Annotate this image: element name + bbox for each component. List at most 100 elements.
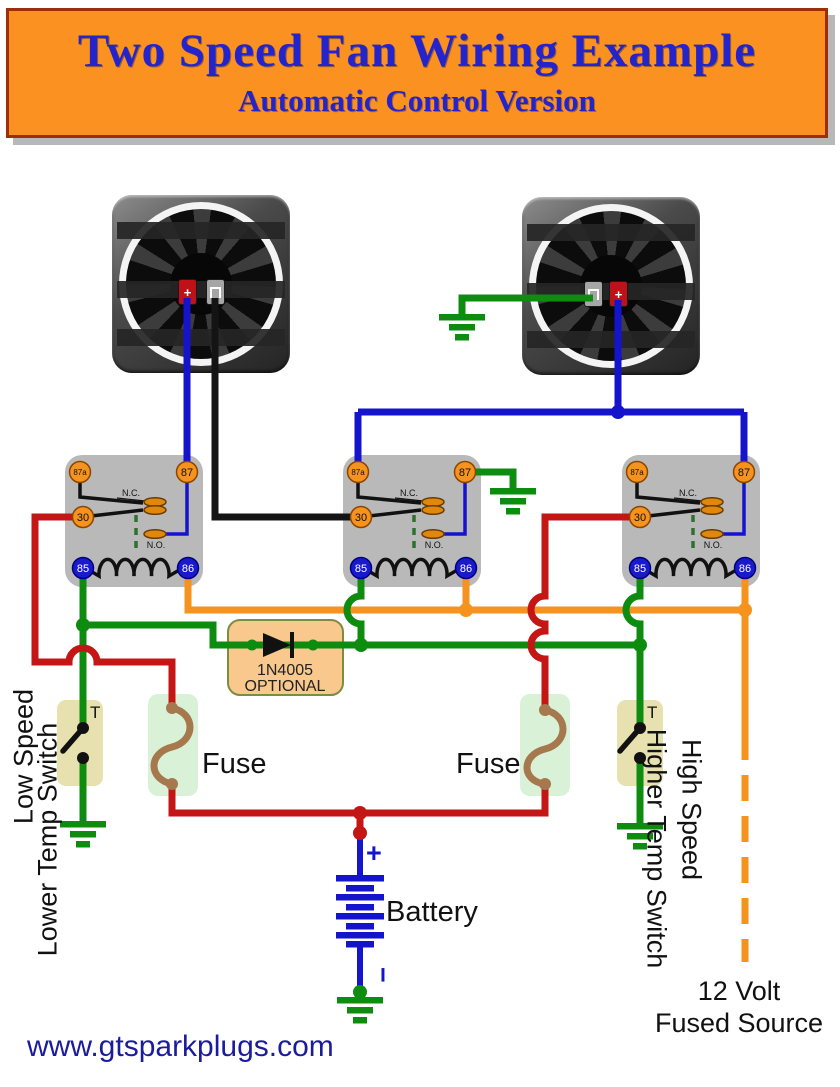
green-junction bbox=[76, 618, 90, 632]
diode-symbol: 1N4005 OPTIONAL bbox=[245, 632, 326, 695]
nc-label: N.C. bbox=[400, 488, 418, 498]
terminal-87 bbox=[453, 460, 477, 484]
relay-coil bbox=[86, 557, 182, 580]
diode-triangle bbox=[263, 633, 291, 657]
battery-plus-label: + bbox=[366, 838, 382, 868]
terminal-30 bbox=[349, 505, 373, 529]
diode-terminal bbox=[246, 639, 258, 651]
terminal-85-label: 85 bbox=[634, 563, 646, 575]
fan-shroud-bar bbox=[117, 281, 285, 298]
high-temp-switch-box bbox=[617, 700, 663, 786]
green-junction bbox=[633, 638, 647, 652]
fuse-end-cap bbox=[166, 702, 178, 714]
relay-87a-link bbox=[356, 477, 422, 505]
fuse-end-cap bbox=[539, 704, 551, 716]
terminal-30 bbox=[628, 505, 652, 529]
fuse-end-cap bbox=[539, 778, 551, 790]
terminal-87-label: 87 bbox=[738, 467, 750, 479]
switch-contact bbox=[77, 722, 89, 734]
relay-87-link bbox=[166, 477, 189, 536]
right-fuse-label: Fuse bbox=[456, 748, 521, 780]
fused-source-line2: Fused Source bbox=[654, 1008, 824, 1039]
fan-shroud-bar bbox=[527, 331, 695, 348]
relay-body bbox=[65, 455, 203, 587]
terminal-87-label: 87 bbox=[459, 467, 471, 479]
mid-relay-ground-icon bbox=[490, 488, 536, 515]
terminal-85-label: 85 bbox=[77, 563, 89, 575]
fan-shroud-bar bbox=[117, 329, 285, 346]
fuse-end-cap bbox=[166, 778, 178, 790]
right-fuse-element bbox=[523, 706, 567, 788]
relay-87-link bbox=[444, 477, 467, 536]
fused-source-line1: 12 Volt bbox=[697, 976, 781, 1006]
relay-armature bbox=[368, 508, 422, 518]
relay-contact bbox=[421, 504, 445, 516]
relay-armature bbox=[647, 508, 701, 518]
lower-temp-switch-label: Lower Temp Switch bbox=[32, 722, 63, 957]
relay-contact bbox=[700, 528, 724, 540]
page-subtitle: Automatic Control Version bbox=[238, 82, 596, 118]
terminal-87a-label: 87a bbox=[73, 468, 87, 477]
relay-armature bbox=[90, 508, 144, 518]
green-junction bbox=[354, 638, 368, 652]
terminal-87a bbox=[346, 460, 370, 484]
terminal-30-label: 30 bbox=[355, 512, 367, 524]
nc-pointer-line bbox=[673, 497, 703, 502]
relay-contact bbox=[700, 504, 724, 516]
diode-part-label: 1N4005 bbox=[257, 662, 313, 679]
relay-contact bbox=[143, 528, 167, 540]
wire-mid-85-drop-hop bbox=[343, 568, 365, 645]
left-relay: N.C.N.O. bbox=[65, 455, 203, 587]
terminal-30-label: 30 bbox=[634, 512, 646, 524]
wire-mid-87-ground bbox=[465, 468, 517, 489]
wire-right-30-to-fuse bbox=[527, 513, 640, 709]
wire-rightfan-ground bbox=[458, 294, 593, 315]
relay-body bbox=[622, 455, 760, 587]
diode-note-label: OPTIONAL bbox=[245, 678, 326, 695]
relay-coil bbox=[643, 557, 739, 580]
no-label: N.O. bbox=[425, 540, 444, 550]
high-temp-switch-symbol: T bbox=[617, 703, 657, 764]
wire-left-30-to-fuse bbox=[31, 513, 176, 707]
battery-minus-label: − bbox=[368, 967, 398, 983]
terminal-87a bbox=[68, 460, 92, 484]
switch-t-label: T bbox=[90, 703, 100, 722]
high-speed-label: High Speed bbox=[676, 738, 707, 881]
rightfan-ground-icon bbox=[439, 314, 485, 341]
low-temp-switch-box bbox=[57, 700, 103, 786]
website-link[interactable]: www.gtsparkplugs.com bbox=[27, 1030, 334, 1063]
relay-body bbox=[343, 455, 481, 587]
relay-87a-link bbox=[78, 477, 144, 505]
diode-terminal bbox=[307, 639, 319, 651]
low-temp-switch-symbol: T bbox=[60, 703, 100, 764]
battery-label: Battery bbox=[386, 896, 478, 928]
terminal-85 bbox=[628, 556, 652, 580]
terminal-86 bbox=[176, 556, 200, 580]
fan-shroud-bar bbox=[527, 224, 695, 241]
wire-orange-bus bbox=[184, 568, 745, 614]
relay-87-link bbox=[723, 477, 746, 536]
nc-label: N.C. bbox=[122, 488, 140, 498]
switch-contact bbox=[634, 752, 646, 764]
switch-contact bbox=[634, 722, 646, 734]
relay-contact bbox=[421, 528, 445, 540]
fan-shroud-bar bbox=[117, 222, 285, 239]
spade-terminal-icon bbox=[210, 286, 221, 298]
battery-ground-icon bbox=[337, 997, 383, 1024]
relay-contact bbox=[143, 504, 167, 516]
red-junction bbox=[353, 826, 367, 840]
terminal-87 bbox=[175, 460, 199, 484]
junction-dots bbox=[76, 405, 752, 999]
switch-t-label: T bbox=[647, 703, 657, 722]
terminal-86-label: 86 bbox=[739, 563, 751, 575]
nc-pointer-line bbox=[394, 497, 424, 502]
red-junction bbox=[353, 806, 367, 820]
diode-box bbox=[227, 619, 344, 696]
terminal-87a-label: 87a bbox=[351, 468, 365, 477]
terminal-85-label: 85 bbox=[355, 563, 367, 575]
terminal-87-label: 87 bbox=[181, 467, 193, 479]
orange-junction bbox=[459, 603, 473, 617]
terminal-86-label: 86 bbox=[182, 563, 194, 575]
